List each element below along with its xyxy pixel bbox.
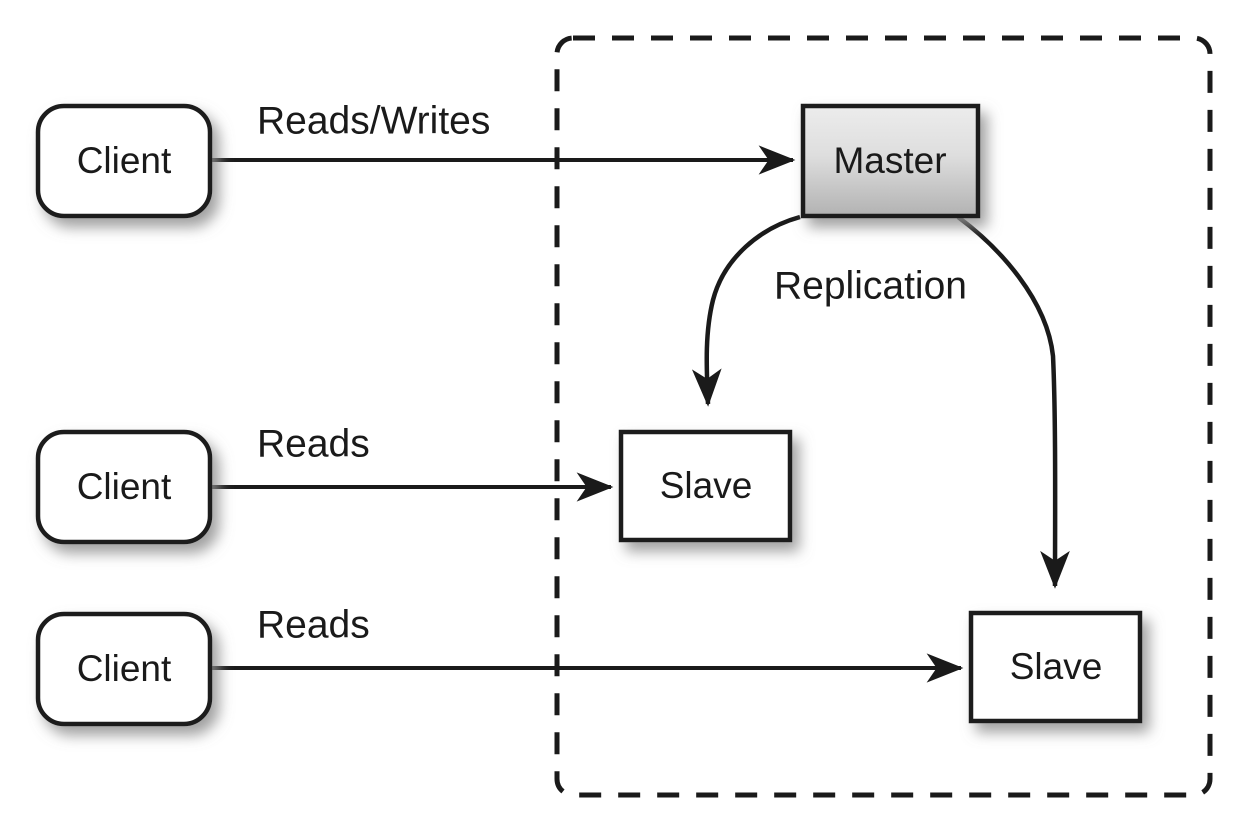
slave-1-shape[interactable] [618,429,793,543]
edge-label-reads-1: Reads [257,422,370,465]
node-client-1[interactable] [35,103,213,219]
edge-master-to-slave2-replication [956,215,1070,589]
edge-client2-to-slave1: Reads [210,422,614,502]
master-shape[interactable] [800,103,981,219]
node-slave-1[interactable] [618,429,793,543]
node-master[interactable] [800,103,981,219]
edge-label-reads-writes: Reads/Writes [257,99,490,142]
edge-master-to-slave1-replication: Replication [691,214,967,407]
edge-client1-to-master: Reads/Writes [210,99,796,175]
master-label: Master [833,140,946,181]
node-client-2[interactable] [35,429,213,545]
node-slave-2[interactable] [968,610,1143,724]
replication-curve-right [956,215,1070,589]
edge-label-replication: Replication [774,264,967,307]
client-3-shape[interactable] [35,611,213,727]
client-2-label: Client [77,466,172,507]
client-3-label: Client [77,648,172,689]
slave-2-shape[interactable] [968,610,1143,724]
edge-label-reads-2: Reads [257,603,370,646]
node-client-3[interactable] [35,611,213,727]
client-1-label: Client [77,140,172,181]
edge-client3-to-slave2: Reads [210,603,964,683]
slave-2-label: Slave [1010,646,1103,687]
replication-curve-left [691,214,801,407]
client-1-shape[interactable] [35,103,213,219]
client-2-shape[interactable] [35,429,213,545]
slave-1-label: Slave [660,465,753,506]
